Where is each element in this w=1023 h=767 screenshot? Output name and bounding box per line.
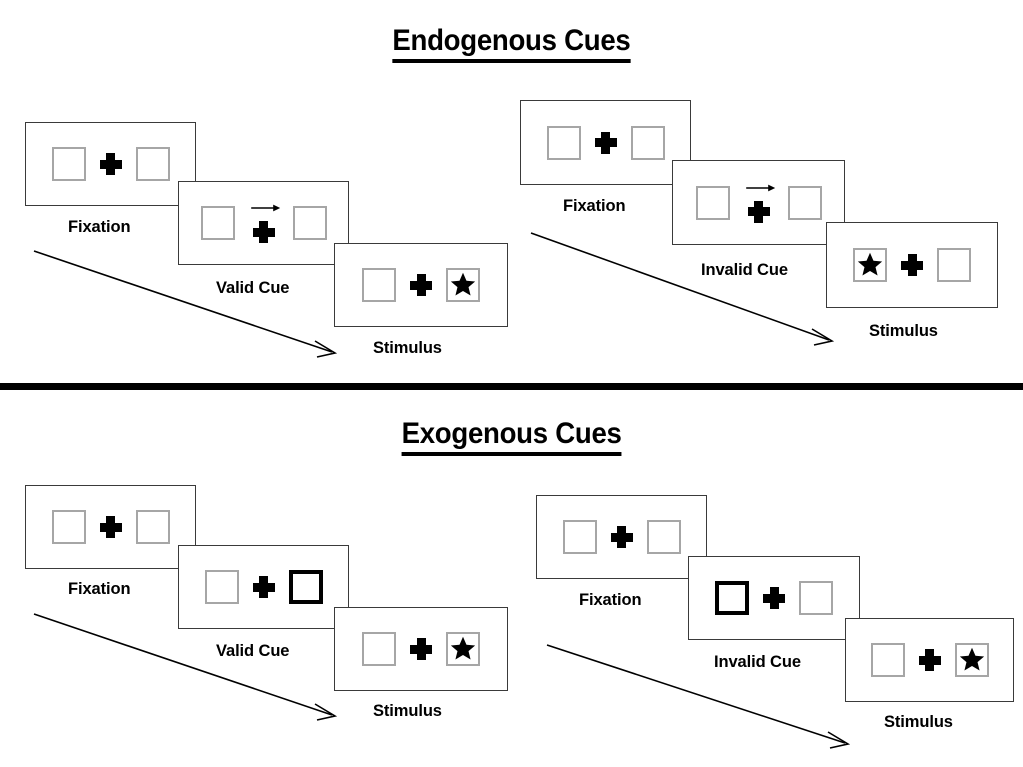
trial-frame-content bbox=[179, 203, 348, 243]
trial-frame-content bbox=[689, 581, 859, 615]
fixation-cross-icon bbox=[763, 587, 785, 609]
placeholder-box-left-cued bbox=[715, 581, 749, 615]
placeholder-box-right-cued bbox=[288, 570, 323, 604]
placeholder-box-left bbox=[562, 520, 597, 554]
trial-frame-cue bbox=[688, 556, 860, 640]
star-icon bbox=[450, 636, 476, 660]
step-label-stimulus: Stimulus bbox=[373, 339, 442, 357]
step-label-cue: Valid Cue bbox=[216, 279, 290, 297]
fixation-cross-icon bbox=[610, 526, 633, 548]
step-label-stimulus: Stimulus bbox=[884, 713, 953, 731]
trial-frame-content bbox=[673, 183, 844, 223]
trial-frame-fixation bbox=[25, 485, 196, 569]
time-arrow-icon bbox=[546, 644, 851, 749]
placeholder-box-left bbox=[51, 147, 86, 181]
arrow-right-icon bbox=[745, 184, 775, 191]
trial-frame-content bbox=[335, 632, 507, 666]
fixation-cross-icon bbox=[252, 576, 275, 598]
placeholder-box-right bbox=[937, 248, 971, 282]
star-icon bbox=[857, 252, 883, 276]
placeholder-box-right-target bbox=[446, 268, 480, 302]
fixation-cross-icon bbox=[252, 221, 275, 243]
placeholder-box-left bbox=[870, 643, 905, 677]
fixation-cross-icon bbox=[594, 131, 617, 154]
trial-frame-cue bbox=[178, 545, 349, 629]
section-title-endogenous: Endogenous Cues bbox=[0, 24, 1023, 63]
section-title-endogenous-text: Endogenous Cues bbox=[392, 24, 631, 63]
trial-frame-content bbox=[335, 268, 507, 302]
placeholder-box-left-target bbox=[853, 248, 887, 282]
central-arrow-cue bbox=[249, 203, 280, 243]
star-icon bbox=[450, 272, 476, 296]
step-label-fixation: Fixation bbox=[579, 591, 642, 609]
step-label-cue: Valid Cue bbox=[216, 642, 290, 660]
trial-frame-content bbox=[26, 510, 195, 544]
step-label-cue: Invalid Cue bbox=[714, 653, 801, 671]
placeholder-box-left bbox=[362, 268, 396, 302]
step-label-fixation: Fixation bbox=[68, 580, 131, 598]
fixation-cross-icon bbox=[410, 638, 432, 660]
step-label-fixation: Fixation bbox=[68, 218, 131, 236]
placeholder-box-left bbox=[695, 185, 730, 220]
placeholder-box-left bbox=[362, 632, 396, 666]
step-label-stimulus: Stimulus bbox=[373, 702, 442, 720]
placeholder-box-right bbox=[135, 510, 170, 544]
time-arrow-icon bbox=[33, 250, 338, 358]
trial-frame-stimulus bbox=[334, 243, 508, 327]
central-arrow-cue bbox=[744, 183, 775, 223]
section-title-exogenous-text: Exogenous Cues bbox=[401, 417, 622, 456]
trial-frame-stimulus bbox=[826, 222, 998, 308]
placeholder-box-right bbox=[646, 520, 681, 554]
arrow-right-icon bbox=[250, 204, 280, 212]
time-arrow-icon bbox=[33, 613, 338, 721]
trial-frame-stimulus bbox=[334, 607, 508, 691]
placeholder-box-left bbox=[200, 206, 235, 240]
fixation-cross-icon bbox=[99, 153, 122, 175]
trial-frame-content bbox=[537, 520, 706, 554]
placeholder-box-right bbox=[787, 185, 822, 220]
fixation-cross-icon bbox=[901, 254, 923, 276]
trial-frame-fixation bbox=[25, 122, 196, 206]
placeholder-box-right bbox=[135, 147, 170, 181]
placeholder-box-left bbox=[204, 570, 239, 604]
fixation-cross-icon bbox=[99, 516, 122, 538]
step-label-fixation: Fixation bbox=[563, 197, 626, 215]
time-arrow-icon bbox=[530, 232, 835, 346]
section-title-exogenous: Exogenous Cues bbox=[0, 417, 1023, 456]
star-icon bbox=[959, 647, 984, 671]
trial-frame-content bbox=[846, 643, 1013, 677]
trial-frame-content bbox=[179, 570, 348, 604]
fixation-cross-icon bbox=[747, 200, 770, 223]
step-label-stimulus: Stimulus bbox=[869, 322, 938, 340]
placeholder-box-left bbox=[546, 125, 581, 160]
step-label-cue: Invalid Cue bbox=[701, 261, 788, 279]
placeholder-box-right bbox=[799, 581, 833, 615]
placeholder-box-right-target bbox=[446, 632, 480, 666]
trial-frame-cue bbox=[672, 160, 845, 245]
section-divider bbox=[0, 383, 1023, 390]
trial-frame-content bbox=[827, 248, 997, 282]
placeholder-box-right-target bbox=[954, 643, 989, 677]
placeholder-box-left bbox=[51, 510, 86, 544]
placeholder-box-right bbox=[630, 125, 665, 160]
trial-frame-content bbox=[521, 125, 690, 160]
fixation-cross-icon bbox=[410, 274, 432, 296]
placeholder-box-right bbox=[292, 206, 327, 240]
trial-frame-content bbox=[26, 147, 195, 181]
trial-frame-cue bbox=[178, 181, 349, 265]
trial-frame-stimulus bbox=[845, 618, 1014, 702]
trial-frame-fixation bbox=[520, 100, 691, 185]
trial-frame-fixation bbox=[536, 495, 707, 579]
fixation-cross-icon bbox=[918, 649, 941, 671]
